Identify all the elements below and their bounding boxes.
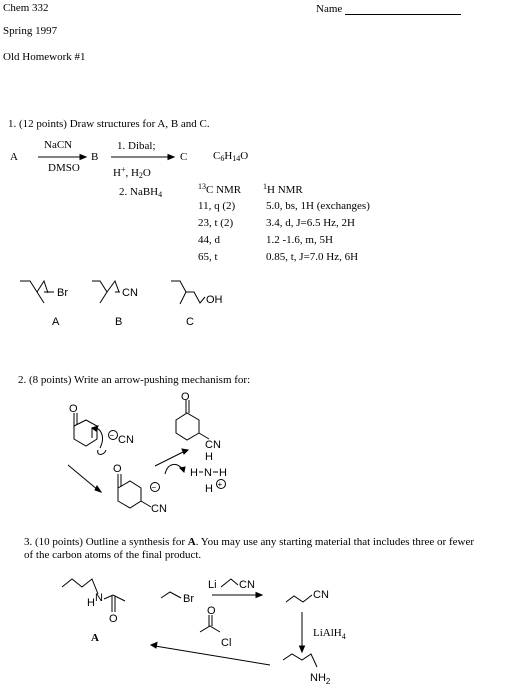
cyanoketone-product: O CN — [175, 391, 221, 451]
cyanide-charge-circle — [108, 430, 118, 440]
q1-cnmr-row: 23, t (2) — [198, 217, 234, 229]
ammonium-n: N — [204, 467, 212, 479]
q1-label-b: B — [91, 151, 99, 163]
q3-arrow-to-target — [154, 645, 271, 666]
structure-b-nitrile: CN — [92, 279, 138, 304]
reagent-lialh4: LiAlH4 — [313, 627, 346, 641]
enolate-cn: CN — [151, 503, 167, 515]
q1-hnmr-row: 5.0, bs, 1H (exchanges) — [266, 200, 370, 212]
assignment-title: Old Homework #1 — [3, 51, 86, 63]
q2-prompt: 2. (8 points) Write an arrow-pushing mec… — [18, 374, 251, 386]
q1-prompt: 1. (12 points) Draw structures for A, B … — [8, 118, 210, 130]
q1-hnmr-row: 0.85, t, J=7.0 Hz, 6H — [266, 251, 359, 263]
cyclohexenone: O — [69, 403, 98, 447]
cyanide-cn: CN — [118, 434, 134, 446]
mechanism-arrow-down — [67, 464, 99, 491]
q1-hnmr-header: 1H NMR — [263, 182, 303, 196]
reagent-li: Li — [208, 579, 217, 591]
target-h: H — [87, 597, 95, 609]
q1-cnmr-row: 11, q (2) — [198, 200, 236, 212]
q1-label-a: A — [10, 151, 18, 163]
q1-label-c: C — [180, 151, 188, 163]
q1-arrow-1-head — [79, 153, 88, 161]
ammonium-h-left: H — [190, 467, 198, 479]
structure-c-oh: OH — [206, 294, 223, 306]
acetyl-chloride-cl: Cl — [221, 637, 231, 649]
q1-cnmr-row: 44, d — [198, 234, 220, 246]
q3-prompt-line2: of the carbon atoms of the final product… — [24, 549, 202, 561]
reagent-chain — [220, 578, 239, 588]
q1-reagent-nabh4: 2. NaBH4 — [119, 186, 163, 199]
term: Spring 1997 — [3, 25, 58, 37]
curved-arrow-2 — [97, 449, 107, 455]
target-amide: H N O — [61, 578, 126, 625]
butylamine — [282, 653, 318, 668]
acetyl-chloride-o: O — [207, 605, 216, 617]
enolate-minus: − — [152, 483, 157, 492]
q1-hnmr-row: 1.2 -1.6, m, 5H — [266, 234, 333, 246]
butanenitrile-cn: CN — [313, 589, 329, 601]
acetyl-chloride — [199, 625, 221, 633]
structure-b-cn: CN — [122, 287, 138, 299]
structure-b-label: B — [115, 316, 122, 328]
ammonium-plus: + — [218, 480, 223, 489]
ammonium-h-top: H — [205, 451, 213, 463]
q1-hnmr-row: 3.4, d, J=6.5 Hz, 2H — [266, 217, 356, 229]
ammonium-ion: H H N H H + — [190, 451, 227, 495]
target-n: N — [95, 592, 103, 604]
structure-a-br: Br — [57, 287, 68, 299]
q1-arrow-2-head — [167, 153, 176, 161]
butylamine-nh2: NH2 — [310, 672, 331, 686]
enolate-intermediate: O CN − — [113, 463, 167, 515]
q1-reagent-nacn: NaCN — [44, 139, 73, 151]
q1-formula: C6H14O — [213, 150, 249, 163]
enolate-o: O — [113, 463, 122, 475]
ammonium-h-bottom: H — [205, 483, 213, 495]
ethyl-bromide — [160, 591, 182, 599]
product-o: O — [181, 391, 190, 403]
structure-c-label: C — [186, 316, 194, 328]
product-cn: CN — [205, 439, 221, 451]
cyclohexenone-o: O — [69, 403, 78, 415]
structure-a-alkyl-bromide: Br — [20, 279, 68, 304]
course-title: Chem 332 — [3, 2, 49, 14]
ethyl-bromide-br: Br — [183, 593, 194, 605]
target-label: A — [91, 632, 99, 644]
structure-c-alcohol: OH — [171, 280, 223, 306]
q1-reagent-h3o: H+, H2O — [113, 165, 151, 180]
ammonium-h-right: H — [219, 467, 227, 479]
name-label: Name — [316, 3, 343, 15]
structure-a-label: A — [52, 316, 60, 328]
q1-reagent-dmso: DMSO — [48, 162, 80, 174]
q1-cnmr-row: 65, t — [198, 251, 218, 263]
q1-cnmr-header: 13C NMR — [198, 182, 242, 196]
reagent-cn: CN — [239, 579, 255, 591]
q3-prompt-line1: 3. (10 points) Outline a synthesis for A… — [24, 536, 475, 548]
butanenitrile — [285, 594, 313, 603]
q1-reagent-dibal: 1. Dibal; — [117, 140, 156, 152]
target-o: O — [109, 613, 118, 625]
cyanide-minus: − — [110, 431, 115, 440]
name-blank-line[interactable] — [345, 14, 461, 15]
mechanism-arrow-up — [154, 450, 186, 467]
